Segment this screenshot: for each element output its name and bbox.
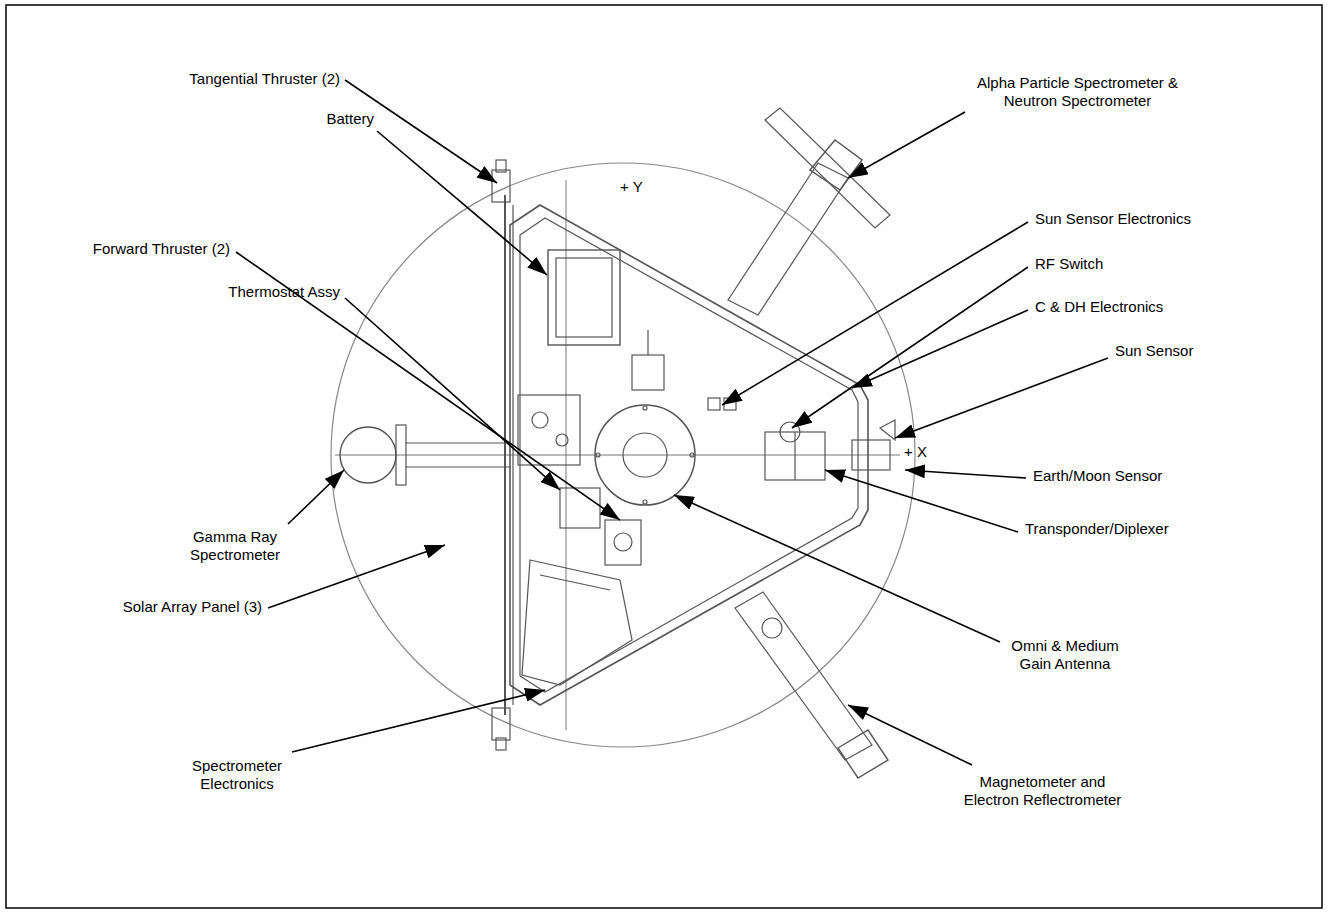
- callout-label: Omni & Medium Gain Antenna: [1000, 637, 1130, 673]
- callout-label: Sun Sensor: [1115, 342, 1193, 360]
- spacecraft-drawing: [331, 108, 915, 778]
- leader-line: [722, 222, 1028, 405]
- callout-label: Forward Thruster (2): [93, 240, 230, 258]
- battery: [548, 250, 620, 345]
- boom: [405, 466, 510, 467]
- thruster-nozzle: [496, 738, 506, 750]
- frame: [6, 5, 1322, 908]
- callout-label: Tangential Thruster (2): [189, 70, 340, 88]
- leader-line: [674, 495, 1000, 642]
- sun-sensor: [880, 420, 895, 440]
- leader-line: [377, 131, 547, 275]
- callout-label: Spectrometer Electronics: [182, 757, 292, 793]
- leader-line: [292, 690, 545, 752]
- callout-label: C & DH Electronics: [1035, 298, 1163, 316]
- callout-label: Transponder/Diplexer: [1025, 520, 1169, 538]
- body-inner-outline: [520, 218, 858, 692]
- bolt: [643, 500, 647, 504]
- bolt: [643, 406, 647, 410]
- transponder: [765, 432, 825, 480]
- antenna-ring: [595, 405, 695, 505]
- callout-label: Battery: [326, 110, 374, 128]
- valve: [532, 412, 548, 428]
- leader-line: [288, 470, 344, 524]
- side-panel-inner: [512, 205, 513, 705]
- magnetometer-instrument: [838, 730, 888, 778]
- earth-moon-sensor: [852, 440, 890, 470]
- tangential-thruster: [492, 170, 510, 202]
- callout-label: Sun Sensor Electronics: [1035, 210, 1191, 228]
- detail-line: [794, 432, 795, 480]
- leader-line: [848, 705, 972, 765]
- sun-sensor-electronics: [708, 398, 720, 410]
- callout-label: Solar Array Panel (3): [123, 598, 262, 616]
- leader-line: [345, 298, 560, 490]
- tangential-thruster: [492, 708, 510, 740]
- leader-line: [792, 267, 1028, 428]
- antenna-core: [623, 433, 667, 477]
- instrument-bar: [765, 108, 890, 228]
- thruster-nozzle: [614, 533, 632, 551]
- leader-line: [825, 470, 1018, 532]
- leader-line: [905, 470, 1026, 478]
- battery-inner: [556, 258, 612, 337]
- boom: [728, 163, 848, 315]
- side-panel: [504, 195, 506, 715]
- body-outline: [510, 205, 868, 705]
- thruster-nozzle: [496, 160, 506, 172]
- bolt: [690, 453, 694, 457]
- solar-array-outline: [331, 163, 915, 747]
- thermostat-box: [560, 488, 600, 528]
- x-axis: [335, 455, 900, 456]
- pipe: [647, 330, 648, 355]
- alpha-neutron-instrument: [810, 140, 862, 190]
- leader-line: [852, 310, 1028, 388]
- callout-label: Alpha Particle Spectrometer & Neutron Sp…: [975, 74, 1180, 110]
- callout-label: Earth/Moon Sensor: [1033, 467, 1162, 485]
- boom-flange: [396, 425, 406, 485]
- component-box: [632, 355, 664, 390]
- spectrometer-electronics: [522, 560, 632, 685]
- fitting: [762, 618, 782, 638]
- gamma-ray-sphere: [340, 427, 396, 483]
- valve: [556, 434, 568, 446]
- forward-thruster: [605, 520, 641, 565]
- callout-label: Magnetometer and Electron Reflectrometer: [955, 773, 1130, 809]
- detail-line: [540, 575, 610, 590]
- boom: [405, 442, 510, 443]
- callout-label: Gamma Ray Spectrometer: [180, 528, 290, 564]
- callout-label: + X: [904, 443, 927, 461]
- leader-lines: [236, 80, 1108, 765]
- leader-line: [848, 112, 965, 178]
- callout-label: Thermostat Assy: [228, 283, 340, 301]
- leader-line: [895, 358, 1108, 438]
- leader-line: [268, 545, 445, 608]
- boom: [735, 592, 872, 760]
- bolt: [596, 453, 600, 457]
- callout-label: + Y: [620, 178, 643, 196]
- callout-label: RF Switch: [1035, 255, 1103, 273]
